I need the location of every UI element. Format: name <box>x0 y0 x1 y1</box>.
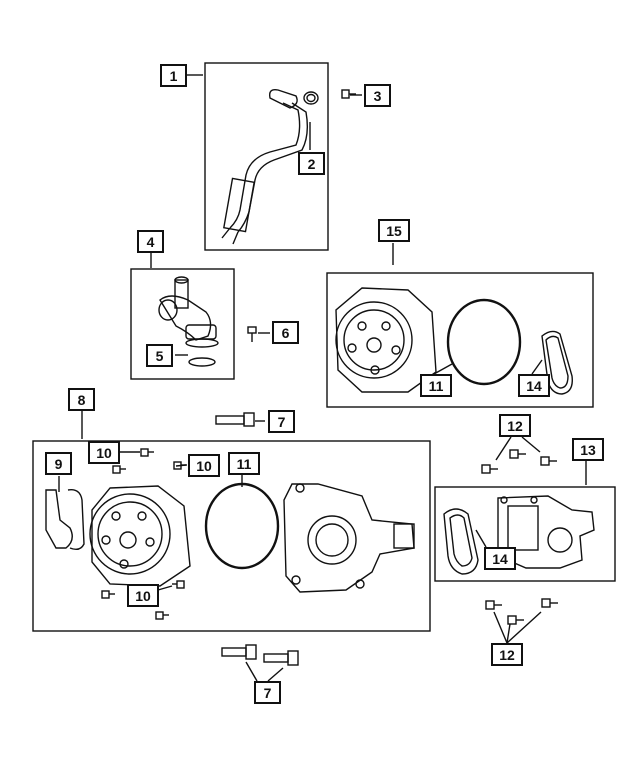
callout-11-upper: 11 <box>420 374 452 397</box>
water-pump-part-8 <box>89 485 191 587</box>
outlet-fitting-part <box>158 276 219 348</box>
gasket-part-14-lower <box>443 508 479 575</box>
bolt-part-7-upper <box>215 412 255 427</box>
callout-9: 9 <box>45 452 72 475</box>
group-box-4 <box>130 268 235 380</box>
pump-housing-part <box>283 483 415 593</box>
seal-gasket-14-upper <box>541 330 573 395</box>
callout-7-upper: 7 <box>268 410 295 433</box>
callout-5: 5 <box>146 344 173 367</box>
callout-15: 15 <box>378 219 410 242</box>
gasket-ring-11-upper <box>446 298 522 386</box>
callout-10-right: 10 <box>188 454 220 477</box>
callout-12-upper: 12 <box>499 414 531 437</box>
group-box-8 <box>32 440 431 632</box>
callout-14-lower: 14 <box>484 547 516 570</box>
water-pump-part-15 <box>335 287 437 393</box>
bolt-part-7-lower <box>221 644 299 666</box>
callout-7-lower: 7 <box>254 681 281 704</box>
group-box-1 <box>204 62 329 251</box>
bolt-part-3 <box>341 89 356 99</box>
bolt-part-10 <box>101 448 187 620</box>
gasket-part-9 <box>45 489 85 551</box>
gasket-ring-11-lower <box>204 482 280 570</box>
callout-8: 8 <box>68 388 95 411</box>
callout-3: 3 <box>364 84 391 107</box>
o-ring-part-5 <box>188 357 216 367</box>
callout-13: 13 <box>572 438 604 461</box>
callout-1: 1 <box>160 64 187 87</box>
callout-2: 2 <box>298 152 325 175</box>
callout-10-left: 10 <box>88 441 120 464</box>
bolt-part-12 <box>481 449 558 625</box>
coolant-tube-part <box>221 88 319 245</box>
callout-6: 6 <box>272 321 299 344</box>
callout-14-upper: 14 <box>518 374 550 397</box>
callout-10-bottom: 10 <box>127 584 159 607</box>
callout-11-lower: 11 <box>228 452 260 475</box>
callout-4: 4 <box>137 230 164 253</box>
callout-12-lower: 12 <box>491 643 523 666</box>
group-box-13 <box>434 486 616 582</box>
bolt-part-6 <box>247 326 257 342</box>
group-box-15 <box>326 272 594 408</box>
